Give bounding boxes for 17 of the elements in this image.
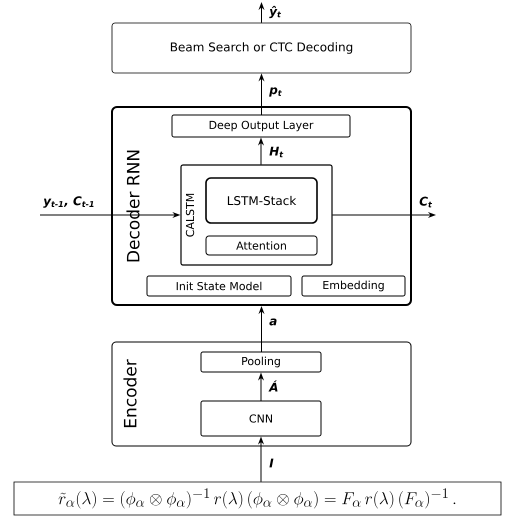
edge-label: y$_{t-1}$, C$_{t-1}$: [42, 195, 96, 209]
edge-label: I: [268, 458, 275, 468]
edge-label: p$_{t}$: [268, 86, 284, 98]
process-box: Beam Search or CTC Decoding: [112, 22, 412, 74]
edge-label: ŷ$_{t}$: [268, 4, 282, 20]
process-box: LSTM-Stack: [205, 177, 318, 224]
edge-label: a: [268, 318, 278, 326]
process-box: Pooling: [200, 352, 322, 372]
edge-label: Á: [268, 379, 280, 393]
process-box: Attention: [206, 236, 318, 256]
process-box: Init State Model: [146, 276, 292, 296]
edge-label: H$_{t}$: [268, 146, 285, 158]
formula-box: $\tilde{r}_\alpha(\lambda) = (\phi_\alpha \otimes \phi_\alpha)^{-1}\, r(\lambda)\,(\phi_\alpha \otimes \phi_\alpha) = F_\alpha\, r(\lambda)\,(F_\alpha)^{-1}\,.$: [14, 482, 502, 516]
edge-label: C$_{t}$: [418, 196, 434, 208]
process-box: Deep Output Layer: [172, 114, 350, 138]
process-box: Embedding: [302, 276, 406, 296]
process-box: CNN: [200, 400, 322, 436]
